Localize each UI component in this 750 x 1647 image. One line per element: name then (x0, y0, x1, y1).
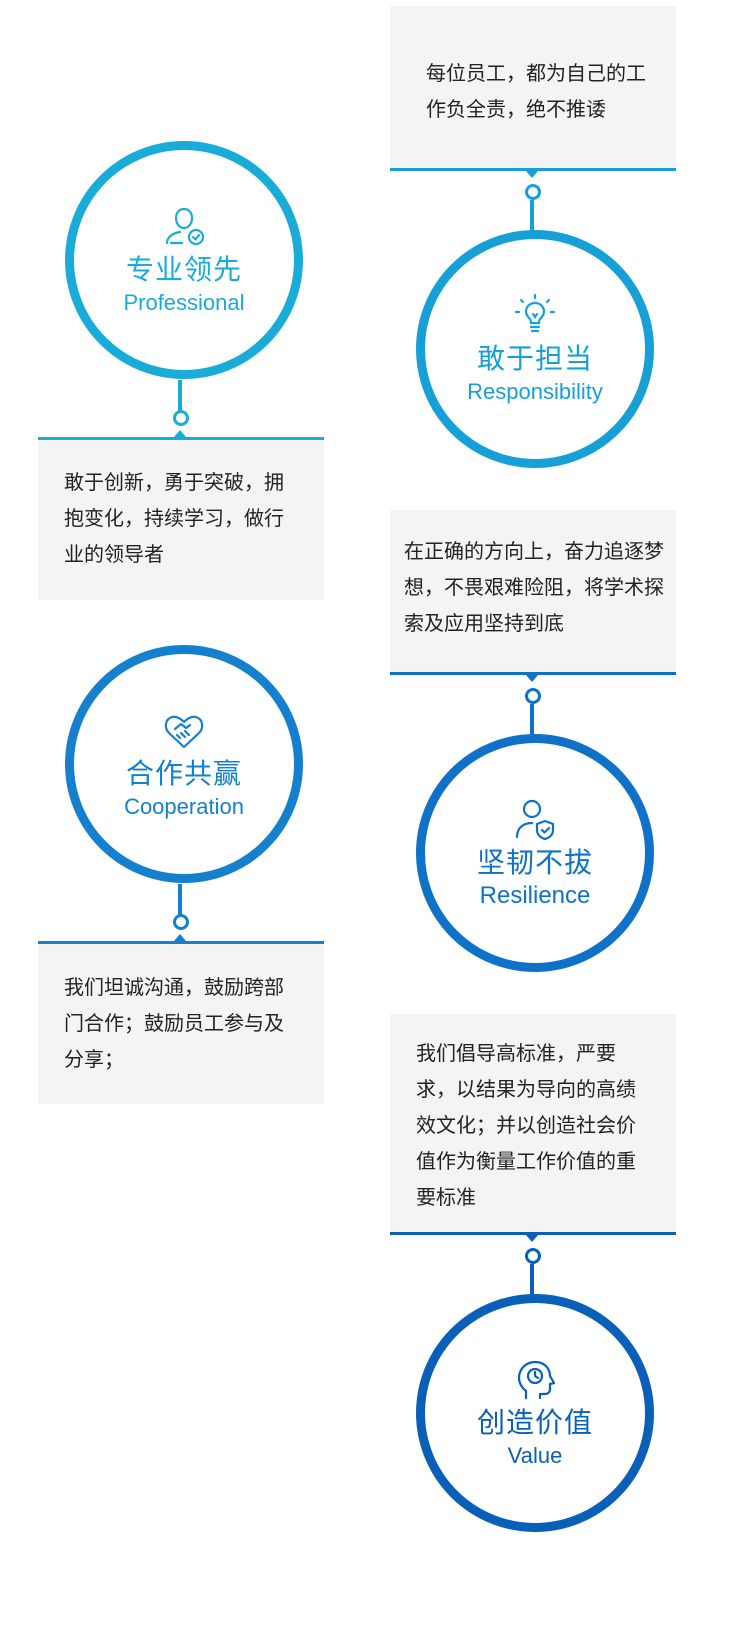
person-check-icon (165, 207, 205, 246)
value-title-en: Resilience (479, 882, 591, 909)
connector-line (530, 200, 534, 232)
value-description: 每位员工，都为自己的工作负全责，绝不推诿 (426, 63, 646, 121)
value-title-zh: 坚韧不拔 (476, 847, 593, 878)
connector-line (178, 884, 182, 916)
connector-line (530, 1264, 534, 1296)
card-top-rule (38, 941, 324, 944)
pointer-caret (526, 675, 538, 682)
value-description-card: 在正确的方向上，奋力追逐梦想，不畏艰难险阻，将学术探索及应用坚持到底 (390, 510, 676, 672)
value-circle-cooperation: 合作共赢 Cooperation (65, 645, 303, 883)
value-description-card: 我们坦诚沟通，鼓励跨部门合作；鼓励员工参与及分享； (38, 944, 324, 1104)
handshake-heart-icon (164, 715, 204, 749)
value-title-zh: 敢于担当 (476, 343, 593, 374)
connector-dot (525, 688, 541, 704)
connector-dot (173, 410, 189, 426)
value-title-en: Responsibility (467, 379, 603, 404)
value-description-card: 我们倡导高标准，严要求，以结果为导向的高绩效文化；并以创造社会价值作为衡量工作价… (390, 1014, 676, 1232)
value-title-en: Professional (123, 290, 245, 315)
value-description-card: 每位员工，都为自己的工作负全责，绝不推诿 (390, 6, 676, 168)
value-circle-responsibility: 敢于担当 Responsibility (416, 230, 654, 468)
value-description: 在正确的方向上，奋力追逐梦想，不畏艰难险阻，将学术探索及应用坚持到底 (404, 541, 664, 635)
value-title-zh: 创造价值 (476, 1407, 593, 1438)
head-clock-icon (517, 1360, 556, 1400)
connector-dot (173, 914, 189, 930)
lightbulb-icon (514, 293, 556, 333)
value-circle-professional: 专业领先 Professional (65, 141, 303, 379)
value-circle-resilience: 坚韧不拔 Resilience (416, 734, 654, 972)
value-title-en: Cooperation (124, 794, 244, 819)
value-description: 敢于创新，勇于突破，拥抱变化，持续学习，做行业的领导者 (64, 472, 284, 566)
card-bottom-rule (390, 168, 676, 171)
connector-line (530, 704, 534, 736)
pointer-caret (174, 430, 186, 437)
value-title-zh: 专业领先 (125, 254, 242, 285)
value-description: 我们坦诚沟通，鼓励跨部门合作；鼓励员工参与及分享； (64, 977, 284, 1071)
pointer-caret (526, 1235, 538, 1242)
value-circle-value: 创造价值 Value (416, 1294, 654, 1532)
person-shield-icon (515, 799, 555, 841)
pointer-caret (174, 934, 186, 941)
card-bottom-rule (390, 1232, 676, 1235)
pointer-caret (526, 171, 538, 178)
card-top-rule (38, 437, 324, 440)
value-title-en: Value (507, 1443, 563, 1468)
connector-dot (525, 184, 541, 200)
connector-dot (525, 1248, 541, 1264)
connector-line (178, 380, 182, 412)
value-description-card: 敢于创新，勇于突破，拥抱变化，持续学习，做行业的领导者 (38, 440, 324, 600)
value-title-zh: 合作共赢 (125, 758, 242, 789)
card-bottom-rule (390, 672, 676, 675)
value-description: 我们倡导高标准，严要求，以结果为导向的高绩效文化；并以创造社会价值作为衡量工作价… (416, 1043, 636, 1209)
